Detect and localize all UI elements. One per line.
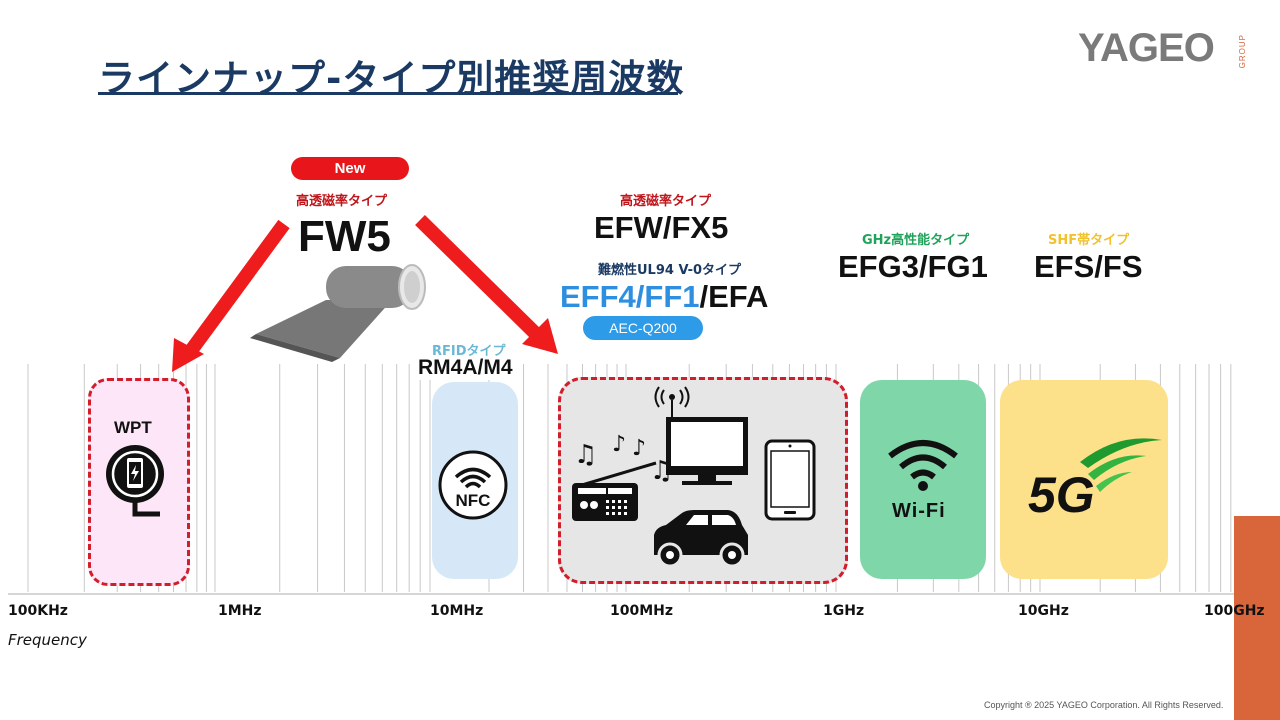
eff-product-name: EFF4/FF1/EFA <box>560 279 768 315</box>
tick-100mhz: 100MHz <box>610 603 674 619</box>
fw5-type-label: 高透磁率タイプ <box>296 194 388 209</box>
wifi-label: Wi-Fi <box>892 500 946 522</box>
tick-1ghz: 1GHz <box>823 603 865 619</box>
eff-product-name-blue: EFF4/FF1 <box>560 279 700 314</box>
broadcast-icons: ♫ ♪ ♪ ♫ <box>572 386 816 568</box>
tick-10mhz: 10MHz <box>430 603 484 619</box>
fw5-product-name: FW5 <box>298 212 391 261</box>
nfc-label: NFC <box>456 491 491 510</box>
ferrite-sheet-roll-image <box>250 264 426 362</box>
rfid-type-label: RFIDタイプ <box>432 344 506 359</box>
arrow-to-broadcast <box>415 215 558 354</box>
wifi-icon <box>888 440 958 491</box>
radio-icon <box>572 461 657 521</box>
5g-label: 5G <box>1028 467 1095 523</box>
efs-product-name: EFS/FS <box>1034 249 1143 284</box>
efw-type-label: 高透磁率タイプ <box>620 194 712 209</box>
smartphone-icon <box>764 439 816 521</box>
nfc-icon: NFC <box>438 450 508 520</box>
tick-100ghz: 100GHz <box>1204 603 1265 619</box>
tv-icon <box>666 417 748 485</box>
wireless-charging-icon <box>106 445 164 517</box>
svg-text:♪: ♪ <box>632 436 646 461</box>
efs-type-label: SHF帯タイプ <box>1048 233 1130 248</box>
eff-type-label: 難燃性UL94 V-0タイプ <box>598 263 742 278</box>
5g-icon: 5G <box>1028 438 1162 523</box>
svg-text:♫: ♫ <box>574 440 597 470</box>
eff-product-name-black: /EFA <box>699 279 769 314</box>
new-badge: New <box>291 157 409 180</box>
wpt-label: WPT <box>114 418 152 437</box>
car-icon <box>654 510 748 568</box>
5g-range-box <box>1000 380 1168 579</box>
music-notes-icon: ♫ ♪ ♪ ♫ <box>574 432 673 486</box>
svg-text:♪: ♪ <box>612 432 626 457</box>
efg-product-name: EFG3/FG1 <box>838 249 988 284</box>
frequency-axis-line <box>8 593 1238 595</box>
copyright-text: Copyright ® 2025 YAGEO Corporation. All … <box>984 700 1224 710</box>
arrow-to-wpt <box>172 219 290 372</box>
accent-orange-bar <box>1234 516 1280 720</box>
tick-100khz: 100KHz <box>8 603 68 619</box>
rfid-product-name: RM4A/M4 <box>416 356 515 380</box>
antenna-icon <box>654 386 690 419</box>
aec-q200-badge: AEC-Q200 <box>583 316 703 340</box>
frequency-axis-label: Frequency <box>8 631 87 649</box>
wifi-range-box <box>860 380 986 579</box>
yageo-logo: YAGEO <box>1078 26 1215 70</box>
tick-1mhz: 1MHz <box>218 603 262 619</box>
tick-10ghz: 10GHz <box>1018 603 1069 619</box>
efg-type-label: GHz高性能タイプ <box>862 233 970 248</box>
efw-product-name: EFW/FX5 <box>594 210 729 245</box>
title-underline <box>98 92 678 95</box>
